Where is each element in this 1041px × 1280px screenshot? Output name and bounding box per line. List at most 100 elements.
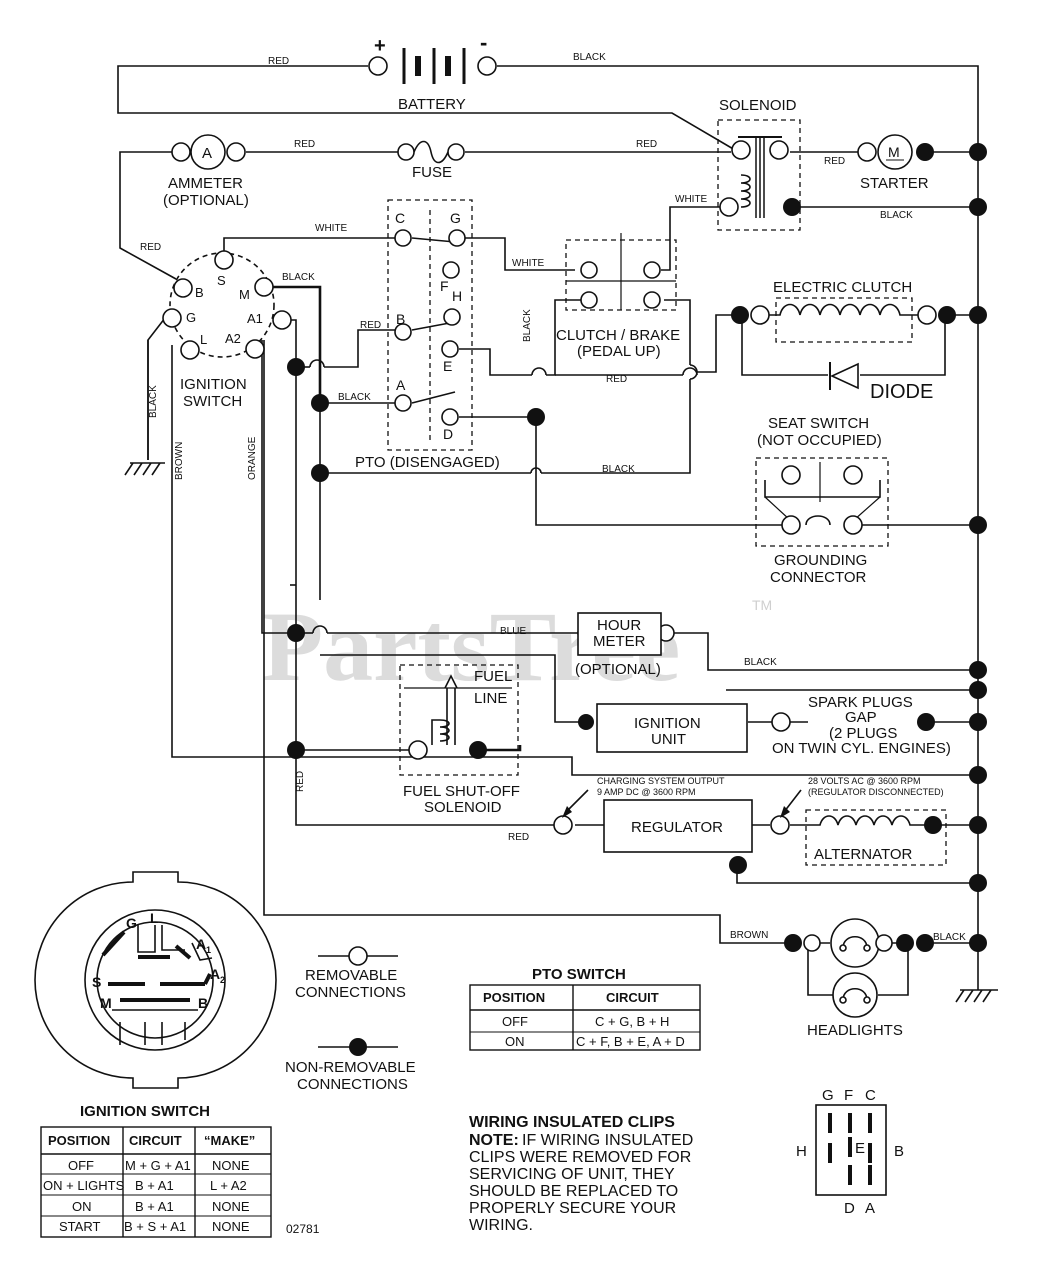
spark-plugs: SPARK PLUGS GAP (2 PLUGS ON TWIN CYL. EN…: [771, 694, 951, 757]
note-line: PROPERLY SECURE YOUR: [469, 1200, 676, 1217]
note-line: SERVICING OF UNIT, THEY: [469, 1166, 675, 1183]
grounding-label: GROUNDING: [774, 552, 867, 569]
wiring-note: WIRING INSULATED CLIPS NOTE: IF WIRING I…: [469, 1114, 693, 1234]
fuel-line-label-2: LINE: [474, 690, 507, 707]
ign-terminal-a2: A2: [225, 331, 241, 346]
headlights-label: HEADLIGHTS: [807, 1022, 903, 1039]
ammeter-symbol: A: [202, 145, 212, 162]
hour-meter: HOUR METER (OPTIONAL): [575, 612, 675, 678]
wire-label-red: RED: [295, 771, 306, 792]
ignition-unit-label: IGNITION: [634, 715, 701, 732]
fuse: FUSE: [397, 140, 465, 181]
wire-label-black: BLACK: [522, 309, 533, 342]
ignition-unit: IGNITION UNIT: [578, 703, 748, 753]
wire-label-blue: BLUE: [500, 626, 526, 637]
pto-terminal-f: F: [440, 278, 449, 294]
pto-terminal-b: B: [396, 311, 405, 327]
ign-table-title: IGNITION SWITCH: [80, 1103, 210, 1120]
headlights: HEADLIGHTS: [784, 918, 934, 1039]
wire-label-black: BLACK: [282, 272, 315, 283]
ign-row-lights-circuit: B + A1: [135, 1178, 174, 1193]
wire-label-black: BLACK: [338, 392, 371, 403]
face-b: B: [198, 995, 208, 1011]
note-label: NOTE:: [469, 1132, 519, 1149]
electric-clutch-label: ELECTRIC CLUTCH: [773, 279, 912, 296]
ignition-switch-face: G L A 1 S A 2 M B: [34, 871, 277, 1089]
ign-row-off-circuit: M + G + A1: [125, 1158, 191, 1173]
battery-minus: -: [480, 30, 487, 55]
ignition-switch-label-2: SWITCH: [183, 393, 242, 410]
starter: M STARTER: [857, 134, 934, 192]
pto-terminal-a: A: [396, 377, 406, 393]
ign-row-start-circuit: B + S + A1: [124, 1219, 186, 1234]
clutch-brake-label: CLUTCH / BRAKE: [556, 327, 680, 344]
ign-terminal-m: M: [239, 287, 250, 302]
charging-label: CHARGING SYSTEM OUTPUT: [597, 776, 725, 786]
solenoid: SOLENOID: [717, 97, 801, 231]
ammeter-label: AMMETER: [168, 175, 243, 192]
pto-off-position: OFF: [502, 1014, 528, 1029]
note-line: SHOULD BE REPLACED TO: [469, 1183, 678, 1200]
wire-label-brown: BROWN: [730, 930, 768, 941]
ign-terminal-a1: A1: [247, 311, 263, 326]
ign-row-off: OFF: [68, 1158, 94, 1173]
note-line: IF WIRING INSULATED: [522, 1132, 693, 1149]
ground-symbols: [124, 462, 998, 1003]
pto-switch: C G F H B E A D PTO (DISENGAGED): [355, 199, 500, 471]
hour-meter-label-2: METER: [593, 633, 646, 650]
legend-removable: REMOVABLE: [305, 967, 397, 984]
clutch-brake-label-2: (PEDAL UP): [577, 343, 661, 360]
ign-header-position: POSITION: [48, 1133, 110, 1148]
conn-d: D: [844, 1200, 855, 1217]
ignition-switch-table: IGNITION SWITCH POSITION CIRCUIT “MAKE” …: [40, 1103, 272, 1238]
wire-label-red: RED: [360, 320, 381, 331]
diode-label: DIODE: [870, 381, 933, 403]
face-s: S: [92, 974, 101, 990]
ignition-switch: S B M G A1 L A2 IGNITION SWITCH: [162, 250, 292, 410]
fuel-shutoff-solenoid: FUEL LINE FUEL SHUT-OFF SOLENOID: [399, 664, 520, 816]
ign-row-off-make: NONE: [212, 1158, 250, 1173]
seat-switch-label-2: (NOT OCCUPIED): [757, 432, 882, 449]
pto-table-title: PTO SWITCH: [532, 966, 626, 983]
wire-label-red: RED: [606, 374, 627, 385]
ac-label-2: (REGULATOR DISCONNECTED): [808, 787, 944, 797]
hour-meter-label: HOUR: [597, 617, 641, 634]
regulator: REGULATOR CHARGING SYSTEM OUTPUT 9 AMP D…: [553, 776, 753, 874]
legend-nonremovable: NON-REMOVABLE: [285, 1059, 416, 1076]
spark-label-4: ON TWIN CYL. ENGINES): [772, 740, 951, 757]
fuel-solenoid-label-2: SOLENOID: [424, 799, 502, 816]
note-line: CLIPS WERE REMOVED FOR: [469, 1149, 691, 1166]
ign-terminal-l: L: [200, 332, 207, 347]
wire-label-red: RED: [636, 139, 657, 150]
wire-label-white: WHITE: [315, 223, 348, 234]
starter-label: STARTER: [860, 175, 929, 192]
diode: DIODE: [829, 362, 933, 403]
face-g: G: [126, 915, 137, 931]
trademark: TM: [752, 597, 772, 613]
regulator-label: REGULATOR: [631, 819, 723, 836]
wire-label-red: RED: [824, 156, 845, 167]
pto-terminal-d: D: [443, 426, 453, 442]
wire-label-black: BLACK: [573, 52, 606, 63]
conn-a: A: [865, 1200, 875, 1217]
ac-label: 28 VOLTS AC @ 3600 RPM: [808, 776, 921, 786]
wire-label-orange: ORANGE: [247, 436, 258, 480]
spark-label-3: (2 PLUGS: [829, 725, 897, 742]
pto-off-circuit: C + G, B + H: [595, 1014, 669, 1029]
wire-label-red: RED: [508, 832, 529, 843]
seat-switch-label: SEAT SWITCH: [768, 415, 869, 432]
ammeter-optional: (OPTIONAL): [163, 192, 249, 209]
ign-row-on-circuit: B + A1: [135, 1199, 174, 1214]
pto-on-circuit: C + F, B + E, A + D: [576, 1034, 685, 1049]
legend-removable-2: CONNECTIONS: [295, 984, 406, 1001]
wire-label-red: RED: [268, 56, 289, 67]
wire-label-white: WHITE: [512, 258, 545, 269]
pto-on-position: ON: [505, 1034, 525, 1049]
note-line: WIRING.: [469, 1217, 533, 1234]
electric-clutch: ELECTRIC CLUTCH: [731, 279, 956, 343]
ign-row-on-make: NONE: [212, 1199, 250, 1214]
wire-label-white: WHITE: [675, 194, 708, 205]
grounding-label-2: CONNECTOR: [770, 569, 867, 586]
ign-terminal-s: S: [217, 273, 226, 288]
